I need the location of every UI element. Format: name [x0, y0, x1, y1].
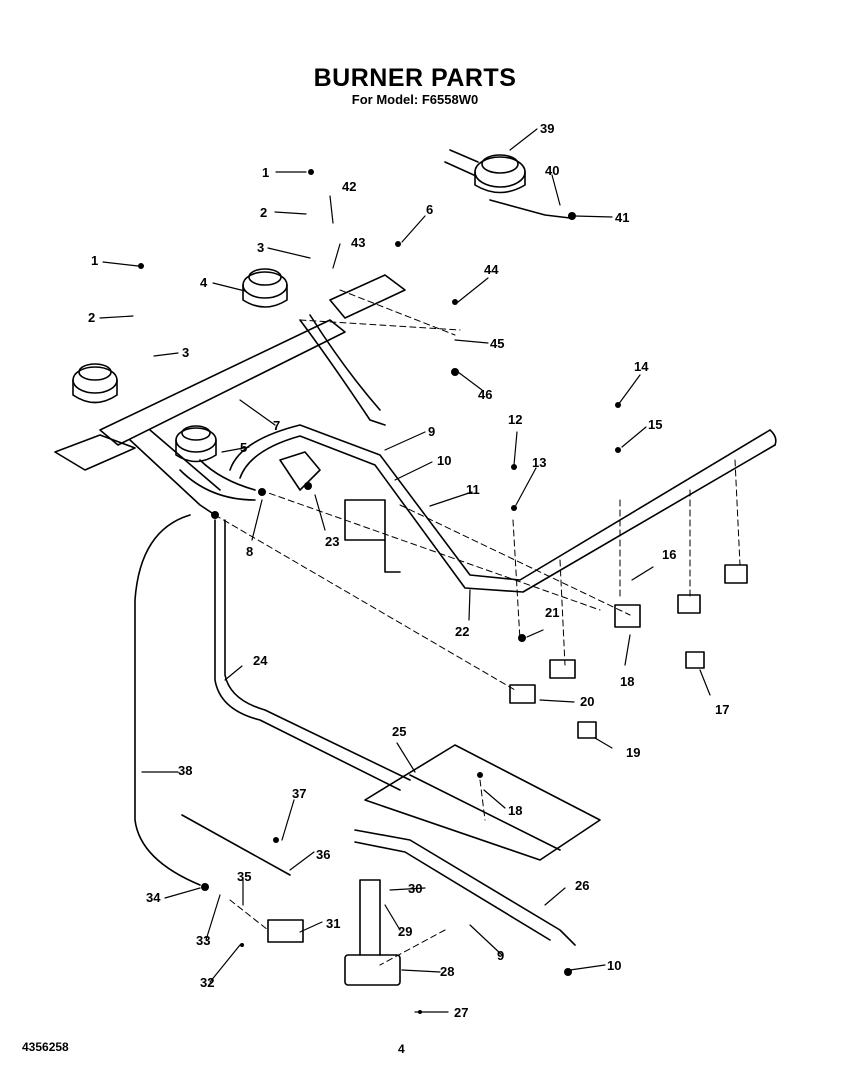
callout-42: 42	[342, 179, 356, 194]
callout-25: 25	[392, 724, 406, 739]
page-number: 4	[398, 1042, 405, 1056]
oven-burner-tube	[354, 829, 576, 946]
callout-17: 17	[715, 702, 729, 717]
burner-head-rear-left	[72, 363, 118, 404]
callout-15: 15	[648, 417, 662, 432]
callout-19: 19	[626, 745, 640, 760]
surface-valve-4	[677, 594, 701, 614]
callout-5: 5	[240, 440, 247, 455]
callout-12: 12	[508, 412, 522, 427]
callout-18: 18	[620, 674, 634, 689]
callout-41: 41	[615, 210, 629, 225]
callout-28: 28	[440, 964, 454, 979]
surface-valve-5	[724, 564, 748, 584]
callout-1: 1	[262, 165, 269, 180]
orifice-holder	[344, 499, 386, 541]
callout-10: 10	[437, 453, 451, 468]
callout-27: 27	[454, 1005, 468, 1020]
callout-9b: 9	[497, 948, 504, 963]
surface-valve-7	[577, 721, 597, 739]
page-title: BURNER PARTS	[313, 64, 517, 92]
callout-36: 36	[316, 847, 330, 862]
gas-manifold-pipe	[229, 424, 771, 581]
callout-20: 20	[580, 694, 594, 709]
callout-45: 45	[490, 336, 504, 351]
callout-34: 34	[146, 890, 161, 905]
callout-24: 24	[253, 653, 268, 668]
callout-23: 23	[325, 534, 339, 549]
burner-head-top-view	[444, 149, 571, 219]
callout-14: 14	[634, 359, 649, 374]
callout-46: 46	[478, 387, 492, 402]
callout-33: 33	[196, 933, 210, 948]
callout-30: 30	[408, 881, 422, 896]
burner-head-rear-right	[242, 268, 288, 308]
callout-38: 38	[178, 763, 192, 778]
callout-7: 7	[273, 418, 280, 433]
surface-valve-3	[614, 604, 641, 628]
callout-11: 11	[466, 482, 480, 497]
burner-head-front-left	[175, 425, 217, 463]
callout-2: 2	[260, 205, 267, 220]
callout-9: 9	[428, 424, 435, 439]
callout-35: 35	[237, 869, 251, 884]
oven-gas-valve	[344, 954, 401, 986]
callout-18b: 18	[508, 803, 522, 818]
surface-valve-1	[509, 684, 536, 704]
callout-16: 16	[662, 547, 676, 562]
callout-6: 6	[426, 202, 433, 217]
pressure-regulator	[279, 451, 321, 491]
burner-tube-front	[199, 459, 256, 491]
thermocouple-line	[134, 514, 201, 886]
callout-29: 29	[398, 924, 412, 939]
callout-10b: 10	[607, 958, 621, 973]
callout-22: 22	[455, 624, 469, 639]
callout-1b: 1	[91, 253, 98, 268]
burner-bracket-left	[54, 434, 136, 471]
callout-2b: 2	[88, 310, 95, 325]
callout-40: 40	[545, 163, 559, 178]
burner-support-bar	[329, 274, 406, 319]
burner-tube-rear	[299, 319, 386, 426]
burner-crossbar	[99, 319, 346, 446]
surface-valve-6	[685, 651, 705, 669]
model-subtitle: For Model: F6558W0	[351, 92, 479, 107]
callout-31: 31	[326, 916, 340, 931]
manifold-tube	[214, 519, 401, 791]
callout-3: 3	[257, 240, 264, 255]
callout-43: 43	[351, 235, 365, 250]
callout-3b: 3	[182, 345, 189, 360]
callout-8: 8	[246, 544, 253, 559]
callout-37: 37	[292, 786, 306, 801]
callout-13: 13	[532, 455, 546, 470]
callout-44: 44	[484, 262, 499, 277]
callout-4: 4	[200, 275, 208, 290]
callout-39: 39	[540, 121, 554, 136]
callout-26: 26	[575, 878, 589, 893]
callout-21: 21	[545, 605, 559, 620]
document-number: 4356258	[22, 1040, 69, 1054]
oven-burner-baffle	[364, 744, 601, 861]
surface-valve-2	[549, 659, 576, 679]
callout-32: 32	[200, 975, 214, 990]
